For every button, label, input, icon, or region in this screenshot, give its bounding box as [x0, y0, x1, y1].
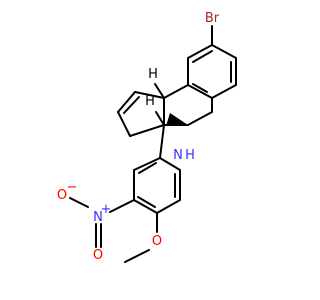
atom-nh: N H: [173, 148, 195, 163]
wedge-bond: [166, 113, 188, 126]
atom-nitro-o: O: [93, 248, 103, 263]
hash-bond-mid: [155, 111, 165, 126]
nh-n: N: [173, 148, 183, 163]
molecule-structure: Br N H H H N + O − O O: [57, 11, 237, 263]
stereo-h-mid: H: [145, 94, 155, 109]
stereo-bonds: [154, 83, 188, 126]
hash-bond-top: [154, 83, 165, 99]
svg-text:O: O: [57, 188, 67, 203]
atom-br: Br: [205, 11, 220, 26]
bond-skeleton: [69, 25, 237, 263]
svg-text:−: −: [67, 180, 78, 195]
svg-text:+: +: [101, 202, 112, 217]
stereo-h-top: H: [148, 67, 158, 82]
nh-h: H: [185, 148, 195, 163]
atom-nitro-o-minus: O −: [57, 180, 78, 203]
atom-methoxy-o: O: [152, 234, 162, 249]
svg-text:N: N: [93, 210, 103, 225]
atom-labels: Br N H H H N + O − O O: [57, 11, 220, 263]
atom-nitro-n: N +: [93, 202, 111, 225]
